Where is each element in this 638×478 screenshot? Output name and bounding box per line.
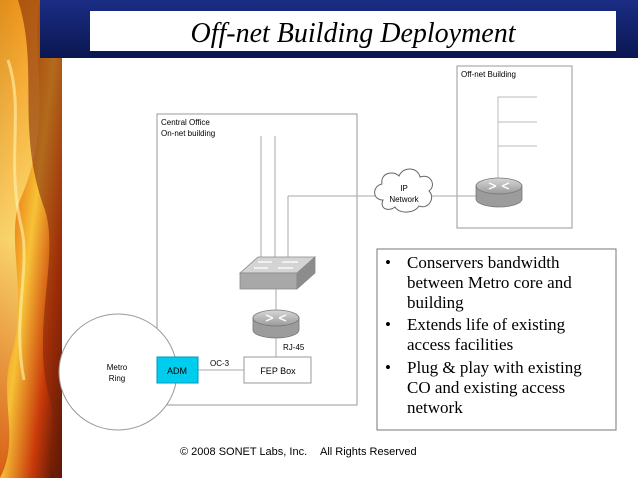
network-label: Network <box>389 195 419 204</box>
metro-label: Metro <box>107 363 128 372</box>
bullet-1-line-3: building <box>407 293 464 312</box>
bullet-3-line-1: Plug & play with existing <box>407 358 582 377</box>
flame-decoration <box>0 0 62 478</box>
offnet-lines <box>497 96 537 180</box>
oc3-label: OC-3 <box>210 359 230 368</box>
bullet-list: • Conservers bandwidth between Metro cor… <box>385 253 582 417</box>
connection-lines <box>198 136 478 371</box>
bullet-2-line-1: Extends life of existing <box>407 315 566 334</box>
bullet-2-line-2: access facilities <box>407 335 513 354</box>
copyright-text: © 2008 SONET Labs, Inc. <box>180 446 307 458</box>
adm-box <box>156 356 199 384</box>
rj45-label: RJ-45 <box>283 343 305 352</box>
bullet-1-line-2: between Metro core and <box>407 273 572 292</box>
adm-label: ADM <box>167 366 187 376</box>
bullet-3-line-2: CO and existing access <box>407 378 565 397</box>
page-title: Off-net Building Deployment <box>190 18 516 49</box>
bullet-3-line-3: network <box>407 398 463 417</box>
bullet-marker: • <box>385 315 391 334</box>
switch-icon <box>238 256 317 290</box>
ring-label: Ring <box>109 374 125 383</box>
router-icon <box>475 177 523 208</box>
offnet-building-label: Off-net Building <box>461 70 516 79</box>
central-office-label: Central Office <box>161 118 210 127</box>
fep-box <box>243 356 312 384</box>
bullet-1-line-1: Conservers bandwidth <box>407 253 560 272</box>
ip-label: IP <box>400 184 408 193</box>
rights-text: All Rights Reserved <box>320 446 417 458</box>
title-box <box>90 11 616 51</box>
cloud-icon <box>374 168 433 213</box>
bullet-marker: • <box>385 253 391 272</box>
bullet-box <box>376 248 617 431</box>
fep-box-label: FEP Box <box>260 366 296 376</box>
onnet-building-label: On-net building <box>161 129 215 138</box>
bullet-marker: • <box>385 358 391 377</box>
router-icon <box>252 309 300 339</box>
